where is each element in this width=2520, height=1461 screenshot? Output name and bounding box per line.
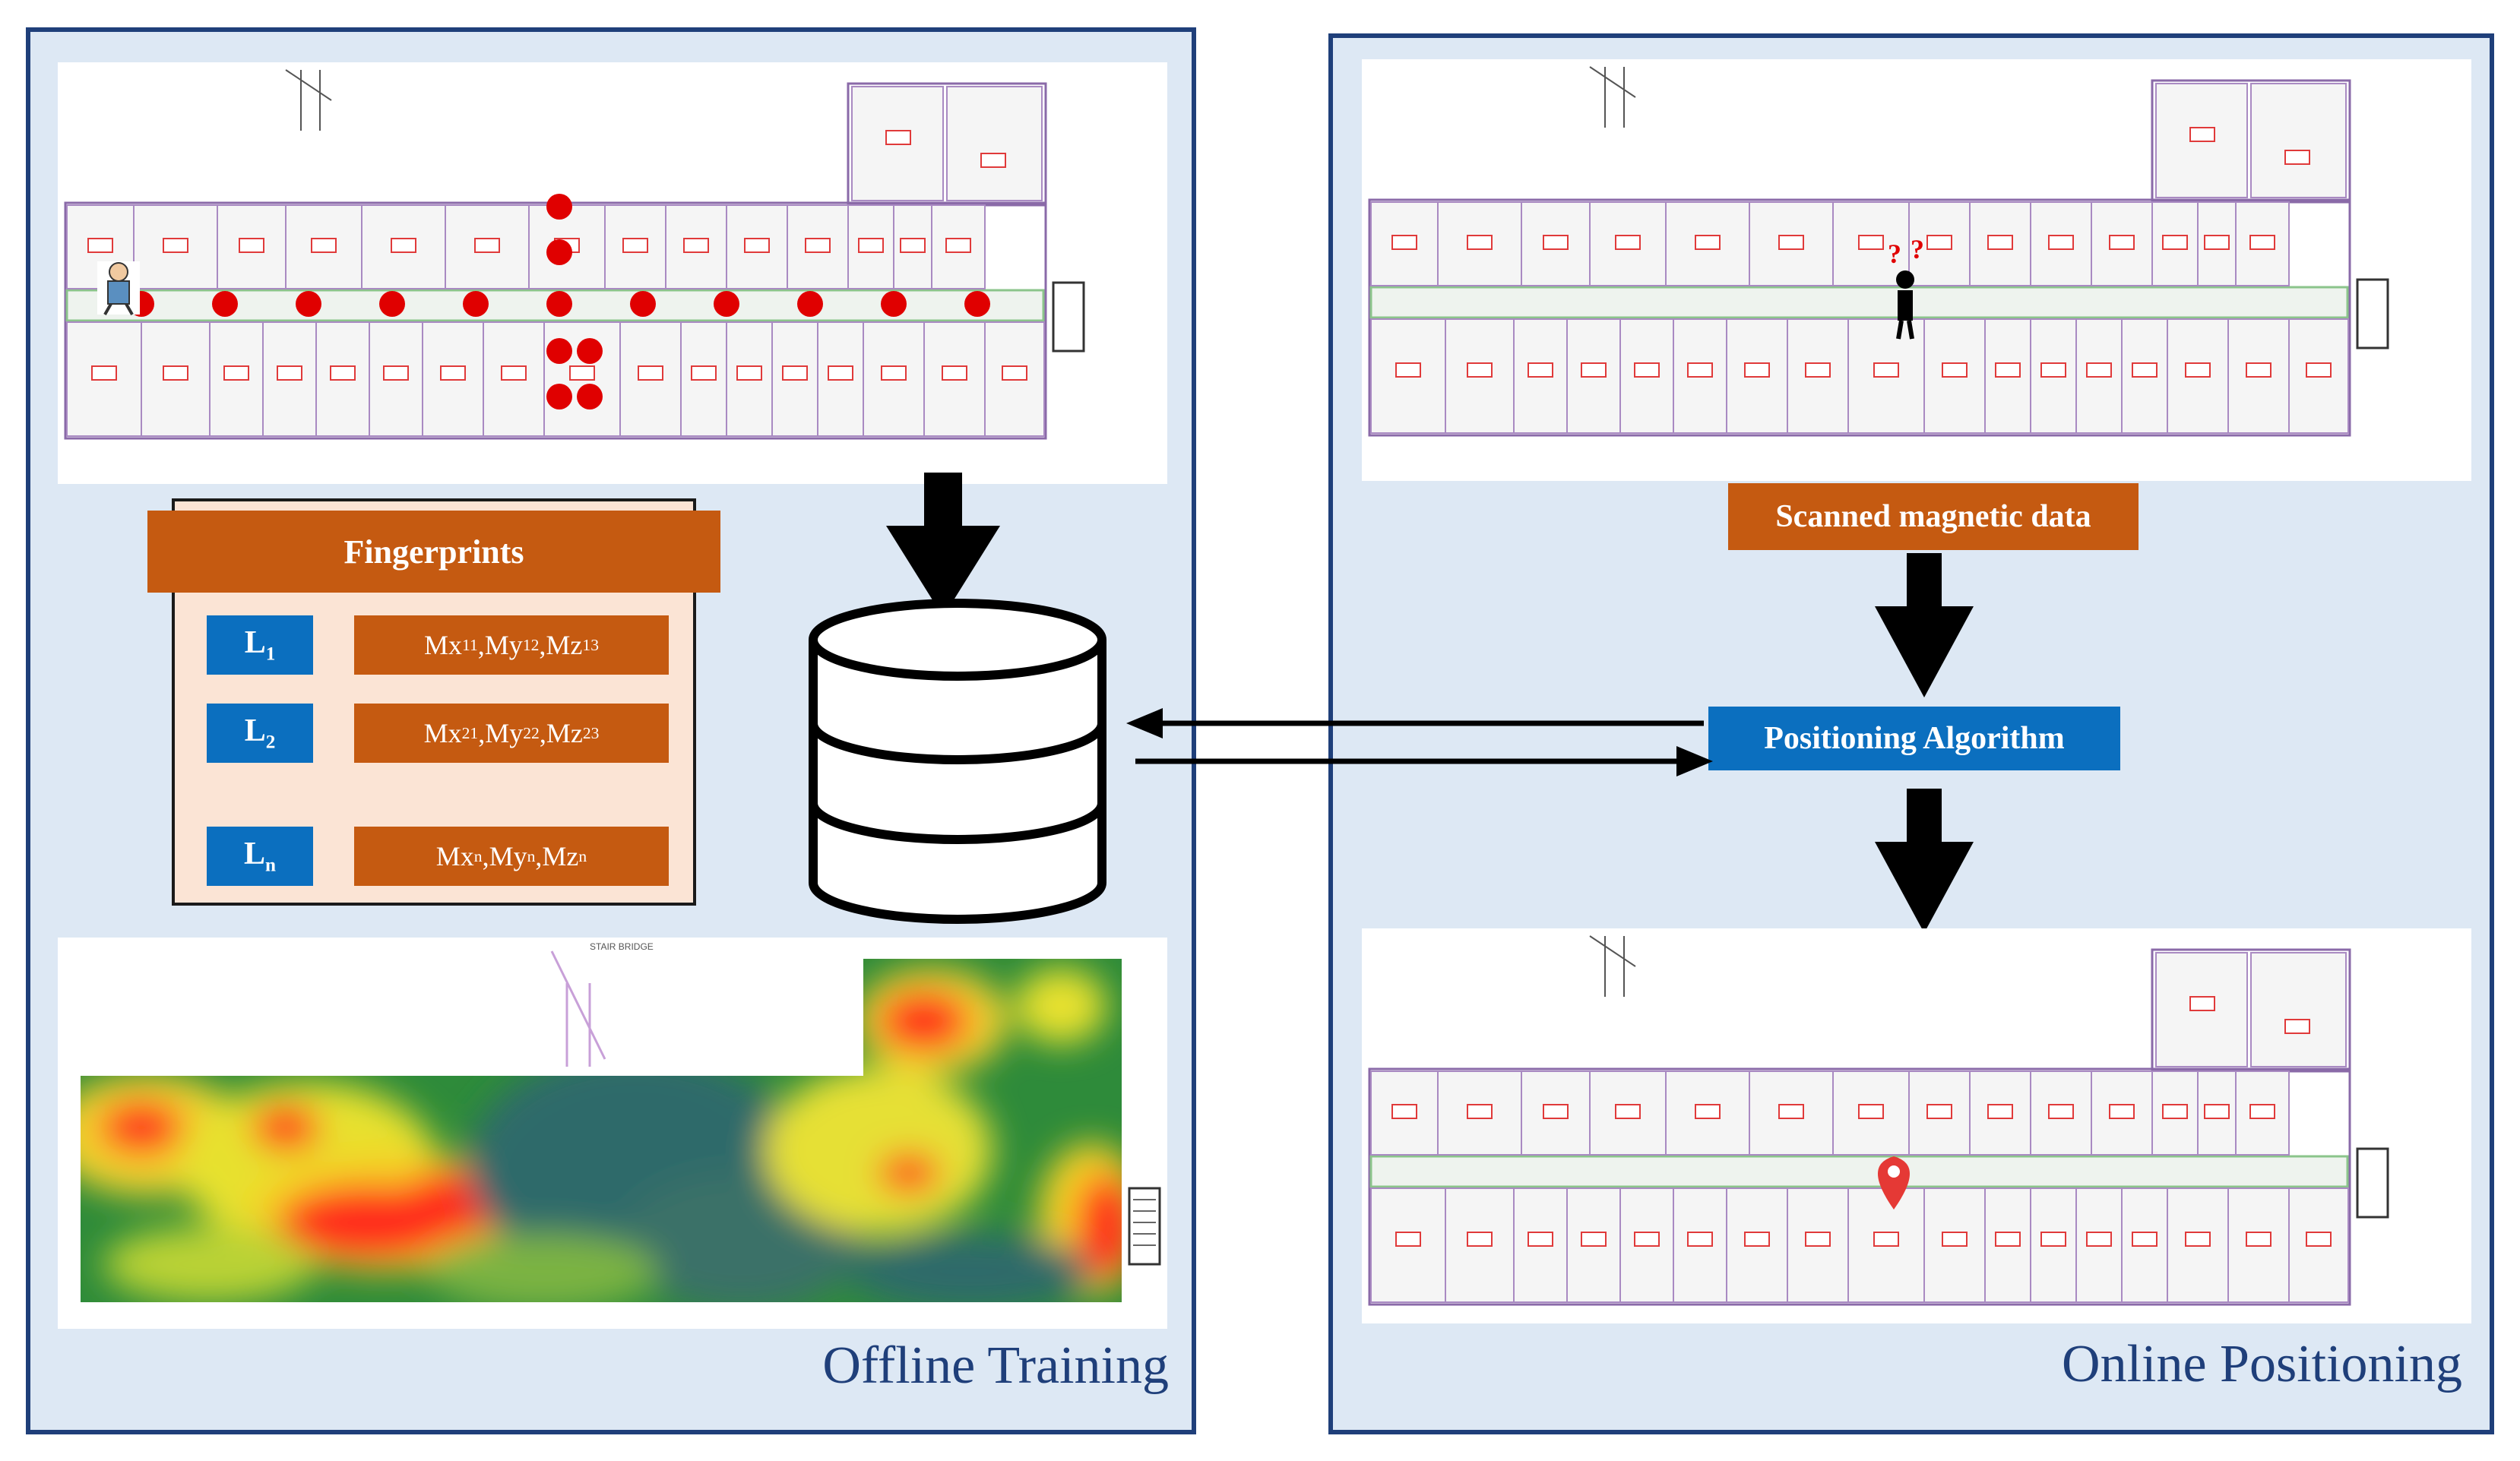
mz-n: n bbox=[578, 846, 587, 865]
loc-1-main: L bbox=[244, 625, 266, 661]
sample-point bbox=[212, 291, 238, 317]
surveyor-person-icon bbox=[97, 261, 140, 315]
sample-point bbox=[546, 338, 572, 364]
sample-point bbox=[577, 338, 603, 364]
floorplan-walls bbox=[1368, 935, 2389, 1306]
loc-1-sub: 1 bbox=[265, 644, 276, 665]
fingerprint-sample-points bbox=[128, 194, 990, 410]
sample-point bbox=[797, 291, 823, 317]
arrow-down-to-algorithm bbox=[1875, 553, 1974, 697]
floorplan-sampling bbox=[58, 62, 1167, 484]
svg-text:?: ? bbox=[1911, 234, 1924, 264]
loc-n: Ln bbox=[244, 836, 276, 876]
svg-text:STAIR BRIDGE: STAIR BRIDGE bbox=[590, 941, 654, 952]
sample-point bbox=[881, 291, 907, 317]
mz-2: 23 bbox=[582, 723, 600, 742]
sample-point bbox=[964, 291, 990, 317]
loc-2: L2 bbox=[245, 713, 276, 753]
loc-2-sub: 2 bbox=[265, 732, 276, 753]
sample-point bbox=[546, 291, 572, 317]
positioning-algorithm-box: Positioning Algorithm bbox=[1708, 707, 2120, 770]
mx-2: 21 bbox=[461, 723, 479, 742]
magnetic-heatmap-plan: STAIR BRIDGE bbox=[58, 938, 1167, 1329]
my-1: 12 bbox=[522, 635, 540, 654]
loc-2-main: L bbox=[244, 713, 266, 749]
sample-point bbox=[546, 194, 572, 220]
floorplan-sampling-drawing bbox=[64, 69, 1085, 440]
sample-point bbox=[463, 291, 489, 317]
floorplan-scan: ?? bbox=[1362, 59, 2471, 481]
sample-point bbox=[714, 291, 739, 317]
mz-1: 13 bbox=[582, 635, 599, 654]
floorplan-result bbox=[1362, 928, 2471, 1323]
magnetic-heatmap-drawing: STAIR BRIDGE bbox=[81, 941, 1161, 1302]
svg-text:?: ? bbox=[1888, 239, 1901, 269]
offline-training-caption: Offline Training bbox=[822, 1336, 1169, 1395]
sample-point bbox=[546, 239, 572, 265]
sample-point bbox=[546, 384, 572, 410]
loc-n-sub: n bbox=[265, 855, 277, 876]
fingerprints-title-text: Fingerprints bbox=[343, 533, 524, 571]
positioning-algorithm-text: Positioning Algorithm bbox=[1764, 721, 2065, 756]
floorplan-result-drawing bbox=[1368, 935, 2389, 1306]
my-2: 22 bbox=[523, 723, 540, 742]
location-pin-icon bbox=[1878, 1156, 1910, 1210]
online-positioning-panel: ?? Scanned magnetic data Positioning Alg… bbox=[1328, 33, 2494, 1434]
loc-n-main: L bbox=[243, 836, 265, 872]
confused-person-icon: ?? bbox=[1888, 234, 1924, 340]
online-positioning-caption: Online Positioning bbox=[2062, 1335, 2462, 1393]
fingerprints-title: Fingerprints bbox=[147, 511, 720, 593]
my-n: n bbox=[527, 846, 536, 865]
arrow-down-to-database bbox=[886, 473, 1000, 617]
mx-n: n bbox=[473, 846, 483, 865]
floorplan-walls bbox=[64, 69, 1085, 440]
arrow-down-to-result bbox=[1875, 789, 1974, 933]
loc-1: L1 bbox=[245, 625, 276, 665]
database-icon bbox=[809, 599, 1106, 924]
arrow-database-to-algorithm bbox=[1135, 746, 1713, 776]
sample-point bbox=[379, 291, 405, 317]
location-label-1: L1 bbox=[207, 615, 313, 675]
sample-point bbox=[577, 384, 603, 410]
sample-point bbox=[296, 291, 321, 317]
scanned-magnetic-data-box: Scanned magnetic data bbox=[1728, 483, 2139, 550]
location-label-n: Ln bbox=[207, 827, 313, 886]
floorplan-walls bbox=[1368, 66, 2389, 437]
location-label-2: L2 bbox=[207, 704, 313, 763]
scanned-magnetic-data-text: Scanned magnetic data bbox=[1775, 499, 2091, 534]
floorplan-scan-drawing: ?? bbox=[1368, 66, 2389, 437]
arrow-algorithm-to-database bbox=[1126, 708, 1704, 738]
mx-1: 11 bbox=[462, 635, 478, 654]
sample-point bbox=[630, 291, 656, 317]
